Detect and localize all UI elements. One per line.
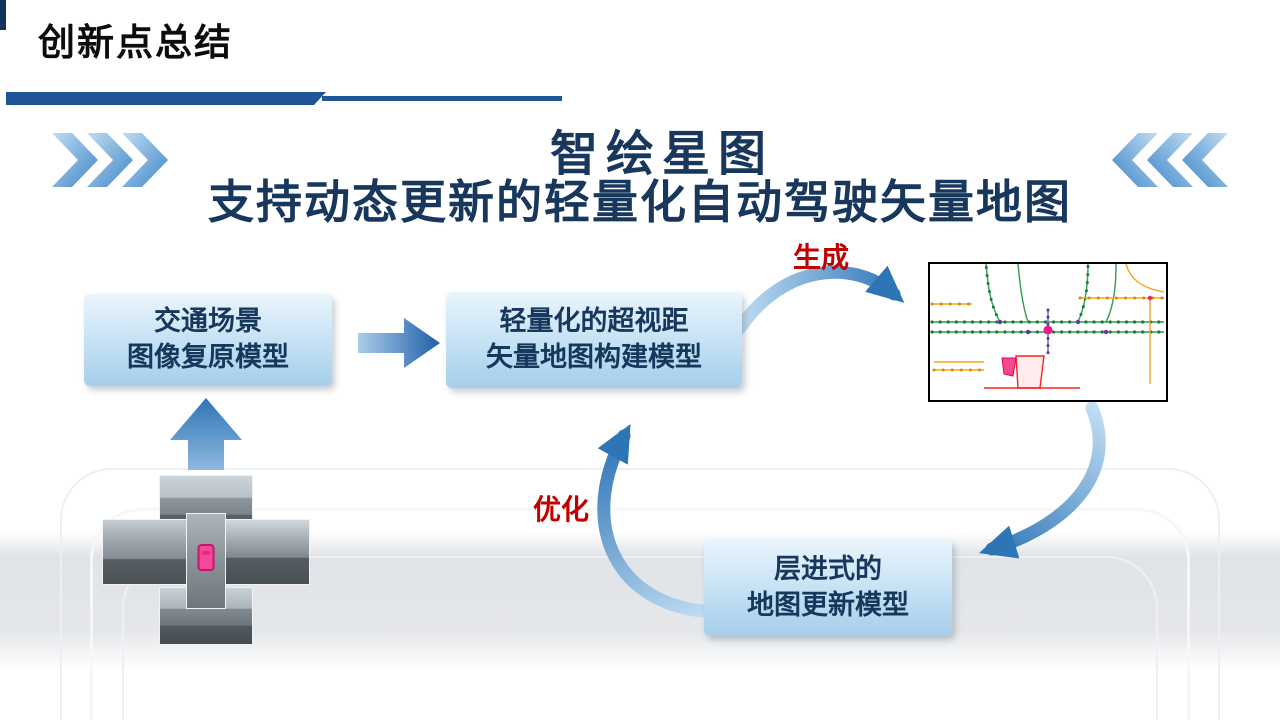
edge-accent-bar (0, 0, 6, 30)
label-generate: 生成 (793, 242, 850, 273)
triple-chevron-left-icon (1112, 133, 1228, 187)
vector-map-drawing (930, 264, 1166, 389)
box-text: 图像复原模型 (127, 342, 289, 372)
arrow-up-cameras-to-restoration (170, 398, 242, 470)
main-title-line1: 智绘星图 (549, 128, 774, 181)
box-text: 轻量化的超视距 (499, 306, 689, 337)
ego-car-icon (197, 544, 215, 571)
arrow-right-restoration-to-construction (358, 318, 440, 368)
box-image-restoration-model: 交通场景 图像复原模型 (84, 294, 332, 386)
main-title-line2: 支持动态更新的轻量化自动驾驶矢量地图 (208, 176, 1072, 228)
camera-image-cluster (103, 476, 313, 646)
camera-image-left (103, 520, 187, 584)
triple-chevron-right-icon (52, 133, 168, 187)
ego-road-strip (187, 514, 225, 608)
vector-map-image (928, 262, 1168, 402)
camera-image-right (225, 520, 309, 584)
box-text: 交通场景 (154, 306, 262, 337)
curved-arrow-generate (733, 265, 905, 335)
box-map-update-model: 层进式的 地图更新模型 (704, 540, 952, 636)
title-underline-thick (6, 92, 326, 105)
title-underline-thin (322, 96, 562, 101)
box-text: 地图更新模型 (747, 590, 909, 620)
box-text: 层进式的 (774, 554, 882, 585)
label-optimize: 优化 (533, 494, 590, 525)
box-vector-map-construction-model: 轻量化的超视距 矢量地图构建模型 (446, 292, 742, 388)
box-text: 矢量地图构建模型 (486, 342, 702, 372)
page-title: 创新点总结 (38, 23, 233, 64)
